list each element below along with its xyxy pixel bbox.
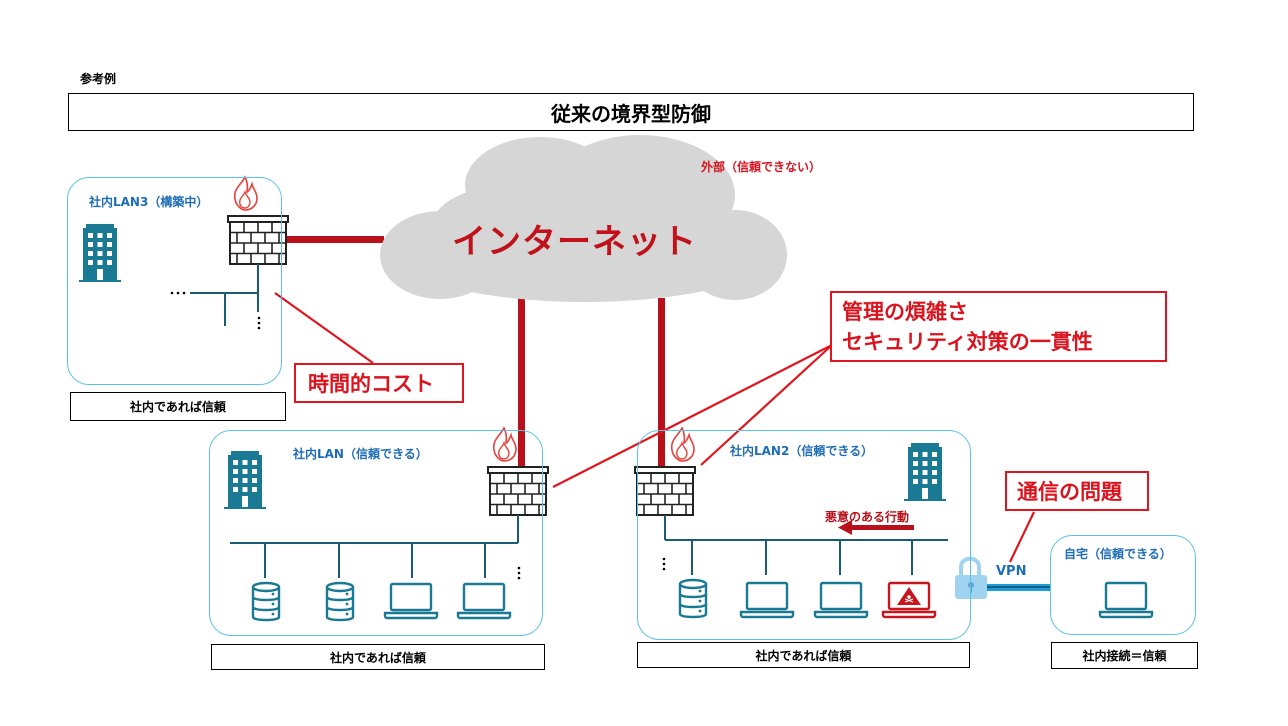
internet-cloud — [380, 135, 787, 302]
lan3-ellipsis — [170, 291, 186, 295]
vpn-label: VPN — [996, 564, 1027, 579]
reference-label: 参考例 — [80, 72, 117, 86]
outside-untrusted-label: 外部（信頼できない） — [701, 160, 822, 174]
malicious-activity-label: 悪意のある行動 — [825, 510, 910, 524]
lan3-cables — [190, 264, 259, 326]
lan3-title: 社内LAN3（構築中） — [89, 195, 209, 209]
lan3-area — [67, 177, 282, 385]
communication-callout: 通信の問題 — [1005, 471, 1149, 511]
home-caption: 社内接続＝信頼 — [1051, 642, 1198, 669]
time-cost-callout: 時間的コスト — [294, 363, 464, 403]
page-title: 従来の境界型防御 — [68, 93, 1194, 131]
lan3-to-internet-line — [284, 236, 384, 243]
lan2-area — [637, 430, 971, 640]
lan-caption: 社内であれば信頼 — [211, 644, 545, 670]
management-callout-line2: セキュリティ対策の一貫性 — [842, 330, 1093, 354]
malicious-arrow-icon — [838, 520, 914, 535]
callout-pointer-lines — [274, 292, 1035, 563]
lan2-caption: 社内であれば信頼 — [637, 642, 970, 668]
lan3-caption: 社内であれば信頼 — [70, 392, 286, 421]
lan-area — [209, 430, 543, 636]
vpn-tunnel — [985, 584, 1051, 591]
home-title: 自宅（信頼できる） — [1064, 547, 1172, 561]
management-callout: 管理の煩雑さ セキュリティ対策の一貫性 — [830, 291, 1167, 362]
home-area — [1050, 535, 1196, 635]
management-callout-line1: 管理の煩雑さ — [842, 300, 968, 324]
lan-cables — [230, 515, 519, 578]
red-connection-lines — [284, 236, 665, 470]
internet-label: インターネット — [452, 222, 697, 262]
lan2-to-internet-line — [658, 298, 665, 470]
lan2-cables — [664, 515, 948, 575]
lan2-title: 社内LAN2（信頼できる） — [730, 444, 874, 458]
lan-to-internet-line — [518, 298, 525, 470]
lan-title: 社内LAN（信頼できる） — [293, 447, 428, 461]
